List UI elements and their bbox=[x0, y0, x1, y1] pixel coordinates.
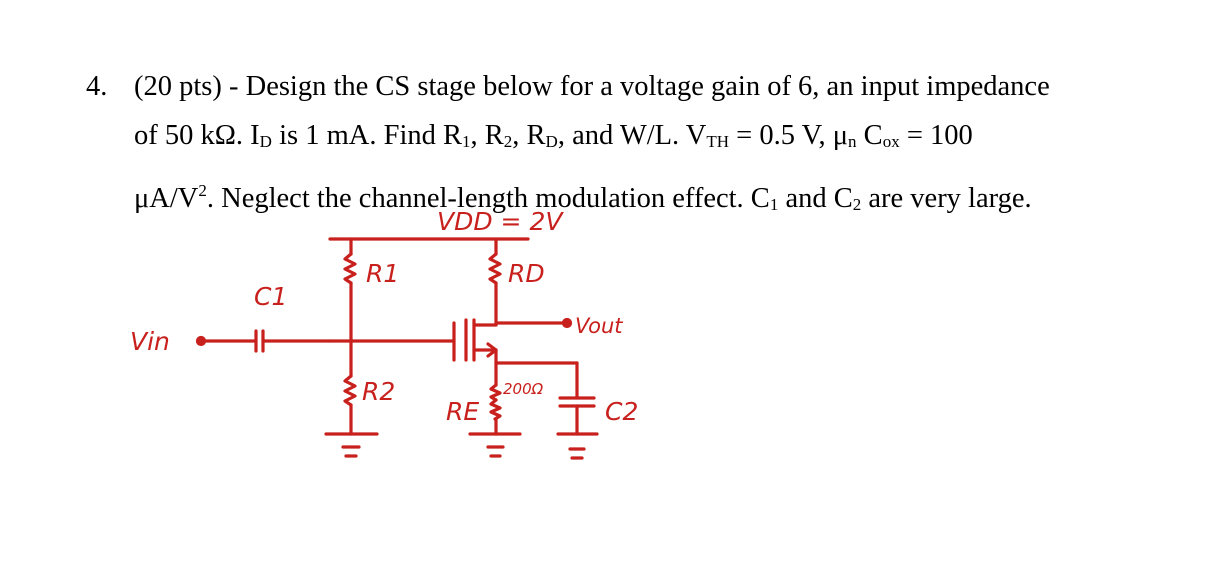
problem-line-2: of 50 kΩ. ID is 1 mA. Find R1, R2, RD, a… bbox=[134, 120, 973, 151]
res-200-resistor bbox=[489, 383, 502, 402]
r1-label: R1 bbox=[366, 259, 399, 288]
problem-line-1: 4.(20 pts) - Design the CS stage below f… bbox=[86, 62, 1186, 111]
question-number: 4. bbox=[86, 71, 108, 102]
r1-resistor bbox=[343, 252, 357, 285]
vout-label: Vout bbox=[575, 314, 623, 338]
re-label: RE bbox=[446, 397, 479, 426]
re-resistor bbox=[489, 398, 502, 421]
c1-label: C1 bbox=[254, 282, 287, 311]
c2-label: C2 bbox=[605, 397, 638, 426]
rd-resistor bbox=[488, 252, 502, 285]
problem-line-3: μA/V2. Neglect the channel-length modula… bbox=[134, 181, 1032, 214]
r2-label: R2 bbox=[362, 377, 395, 406]
problem-statement: 4.(20 pts) - Design the CS stage below f… bbox=[86, 62, 1186, 229]
res-200-label: 200Ω bbox=[503, 380, 544, 398]
vout-terminal bbox=[561, 317, 573, 329]
vdd-label: VDD = 2V bbox=[437, 207, 564, 236]
rd-label: RD bbox=[508, 259, 545, 288]
vin-label: Vin bbox=[130, 327, 170, 356]
r2-resistor bbox=[343, 374, 357, 407]
